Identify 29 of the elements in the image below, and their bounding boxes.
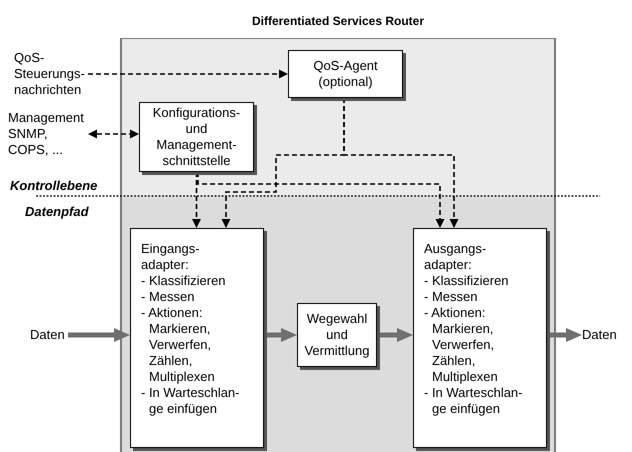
list-item: - In Warteschlan- ge einfügen — [141, 385, 240, 417]
text-label: Daten — [582, 327, 622, 343]
list-item: - In Warteschlan- ge einfügen — [424, 385, 524, 417]
text-label: Daten — [30, 327, 68, 343]
arrow — [88, 70, 288, 78]
arrow — [343, 98, 458, 228]
box-heading: Ausgangs- adapter: — [424, 241, 488, 273]
layer-label: Datenpfad — [25, 203, 89, 221]
list-item: - Klassifizieren — [141, 273, 227, 289]
arrow — [264, 328, 295, 342]
box-label: Wegewahl und Vermittlung — [303, 311, 371, 359]
list-item: - Aktionen: Markieren, Verwerfen, Zählen, Multiplexen — [424, 305, 499, 385]
arrow — [68, 328, 128, 342]
arrow — [547, 328, 580, 342]
arrow — [377, 328, 411, 342]
box-label: Konfigurations- und Management- schnittstelle — [152, 105, 242, 169]
list-item: - Messen — [141, 289, 196, 305]
layer-label: Kontrollebene — [10, 177, 98, 195]
list-item: - Aktionen: Markieren, Verwerfen, Zählen, Multiplexen — [141, 305, 216, 385]
list-item: - Messen — [424, 289, 478, 305]
text-label: QoS- Steuerungs- nachrichten — [14, 50, 88, 98]
router-title: Differentiated Services Router — [250, 13, 426, 30]
text-label: Management SNMP, COPS, ... — [8, 110, 88, 158]
arrow — [197, 172, 444, 228]
arrow — [88, 130, 139, 138]
arrow — [192, 172, 201, 228]
list-item: - Klassifizieren — [424, 273, 510, 289]
box-label: QoS-Agent (optional) — [312, 58, 379, 90]
box-heading: Eingangs- adapter: — [141, 241, 201, 273]
